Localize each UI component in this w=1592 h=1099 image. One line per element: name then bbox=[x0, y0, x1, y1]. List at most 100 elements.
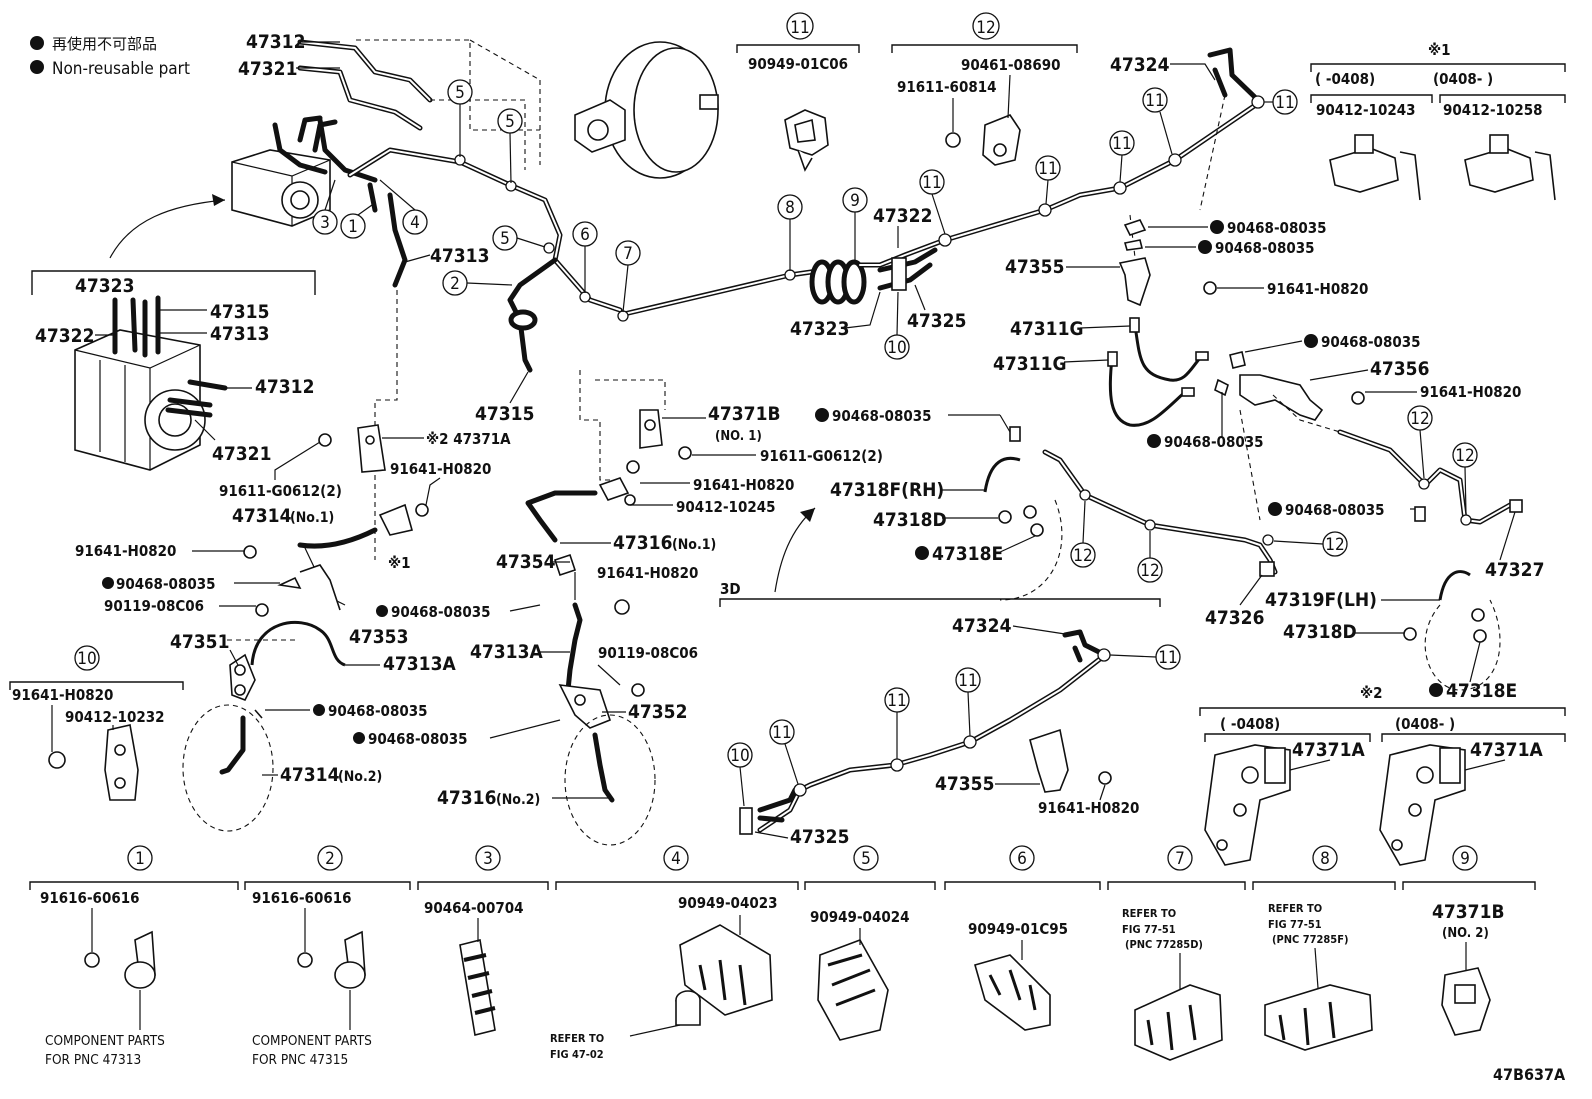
b4-ref1: REFER TO bbox=[550, 1032, 604, 1045]
label-47371B-sub: (NO. 1) bbox=[715, 429, 762, 444]
b5-pn: 90949-04024 bbox=[810, 908, 910, 926]
callout-5: 5 bbox=[505, 112, 515, 132]
b1-pn: 91616-60616 bbox=[40, 889, 140, 907]
inset-label-91641: 91641-H0820 bbox=[1038, 799, 1139, 817]
rear-label-47311G-b: 47311G bbox=[993, 353, 1067, 375]
b4-clip bbox=[675, 915, 773, 1026]
b8-ref1: REFER TO bbox=[1268, 902, 1322, 915]
rear-label-47324: 47324 bbox=[1110, 54, 1170, 76]
callout-11: 11 bbox=[887, 691, 906, 711]
rear-label-47318F: 47318F(RH) bbox=[830, 479, 944, 501]
legend-jp: 再使用不可部品 bbox=[52, 35, 157, 53]
label-47353: 47353 bbox=[349, 626, 408, 648]
label-47371A: ※2 47371A bbox=[426, 430, 511, 448]
callouts-rear: 11 11 11 11 11 10 bbox=[884, 87, 1298, 360]
rear-label-47318E-b: 47318E bbox=[1446, 680, 1517, 702]
rear-label-90468-g: 90468-08035 bbox=[1285, 501, 1385, 519]
label-90468-a: 90468-08035 bbox=[116, 575, 216, 593]
callout-6: 6 bbox=[1017, 849, 1027, 869]
x1-mark-small: ※1 bbox=[388, 554, 411, 572]
g12-pn-a: 90461-08690 bbox=[961, 56, 1061, 74]
pipe-coil bbox=[809, 259, 867, 305]
callout-11: 11 bbox=[1275, 93, 1294, 113]
label-47313A: 47313A bbox=[383, 653, 456, 675]
label-91611-g0612-b: 91611-G0612(2) bbox=[760, 447, 883, 465]
legend: 再使用不可部品 Non-reusable part bbox=[30, 35, 190, 79]
b2-parts bbox=[297, 908, 366, 1030]
callout-4: 4 bbox=[410, 213, 420, 233]
b9-clip bbox=[1441, 942, 1491, 1036]
rear-label-47327: 47327 bbox=[1485, 559, 1544, 581]
b9-sub: (NO. 2) bbox=[1442, 926, 1489, 941]
rear-label-90468-a: 90468-08035 bbox=[1227, 219, 1327, 237]
rear-label-91641-a: 91641-H0820 bbox=[1267, 280, 1368, 298]
label-90468-b: 90468-08035 bbox=[328, 702, 428, 720]
callout-9: 9 bbox=[1460, 849, 1470, 869]
left-front-parts bbox=[182, 503, 429, 832]
g10-pn-b: 90412-10232 bbox=[65, 708, 165, 726]
b2-cap1: COMPONENT PARTS bbox=[252, 1033, 372, 1049]
callout-12-top: 12 bbox=[976, 18, 995, 38]
callout-12: 12 bbox=[1073, 546, 1092, 566]
label-47313-mid: 47313 bbox=[430, 245, 489, 267]
label-47321-abs: 47321 bbox=[212, 443, 271, 465]
bracket-47371A bbox=[318, 424, 386, 473]
callout-6: 6 bbox=[580, 225, 590, 245]
rear-label-47318E-a: 47318E bbox=[932, 543, 1003, 565]
abs-actuator-large bbox=[74, 295, 228, 471]
callout-5: 5 bbox=[500, 229, 510, 249]
label-47312-top: 47312 bbox=[246, 31, 305, 53]
b6-pn: 90949-01C95 bbox=[968, 920, 1068, 938]
label-47316-no2-sub: (No.2) bbox=[496, 792, 540, 808]
callout-4: 4 bbox=[671, 849, 681, 869]
label-47351: 47351 bbox=[170, 631, 229, 653]
arrow-head bbox=[212, 194, 225, 206]
x1-pn-b: 90412-10258 bbox=[1443, 101, 1543, 119]
x1-mark-top: ※1 bbox=[1428, 41, 1451, 59]
label-90468-c: 90468-08035 bbox=[391, 603, 491, 621]
rear-label-47323: 47323 bbox=[790, 318, 849, 340]
callout-11: 11 bbox=[1038, 159, 1057, 179]
front-main-pipes bbox=[347, 147, 863, 373]
rear-label-47318D-b: 47318D bbox=[1283, 621, 1357, 643]
g12-bolt-bracket bbox=[945, 74, 1021, 166]
label-47314-no1: 47314 bbox=[232, 505, 292, 527]
rear-label-47325: 47325 bbox=[907, 310, 966, 332]
callout-11: 11 bbox=[772, 723, 791, 743]
rear-label-47356: 47356 bbox=[1370, 358, 1429, 380]
abs-top-tubes bbox=[272, 39, 433, 183]
x1-unions bbox=[1329, 134, 1556, 201]
rear-label-47311G-a: 47311G bbox=[1010, 318, 1084, 340]
bottom-callouts: 1 2 3 4 5 6 7 8 9 bbox=[127, 845, 1478, 871]
callout-5: 5 bbox=[455, 83, 465, 103]
callouts-rear-lower: 12 12 12 12 12 bbox=[1070, 405, 1478, 583]
g12-pn-b: 91611-60814 bbox=[897, 78, 997, 96]
label-90119-b: 90119-08C06 bbox=[598, 644, 698, 662]
figure-code: 47B637A bbox=[1493, 1065, 1566, 1084]
callout-7: 7 bbox=[623, 244, 633, 264]
b4-pn: 90949-04023 bbox=[678, 894, 778, 912]
b1-cap1: COMPONENT PARTS bbox=[45, 1033, 165, 1049]
callout-10: 10 bbox=[887, 338, 906, 358]
arrow-curve bbox=[109, 199, 226, 259]
inset-label-47355: 47355 bbox=[935, 773, 994, 795]
bracket-47371A-variants bbox=[1204, 744, 1506, 866]
rear-label-47355: 47355 bbox=[1005, 256, 1064, 278]
g10-bolt-bracket bbox=[48, 705, 139, 801]
label-47354: 47354 bbox=[496, 551, 556, 573]
b8-ref2: FIG 77-51 bbox=[1268, 918, 1322, 931]
callout-12: 12 bbox=[1140, 561, 1159, 581]
rear-label-90468-c: 90468-08035 bbox=[1321, 333, 1421, 351]
callout-12: 12 bbox=[1410, 409, 1429, 429]
b9-pn: 47371B bbox=[1432, 901, 1505, 923]
callout-1: 1 bbox=[348, 217, 358, 237]
b7-ref3: (PNC 77285D) bbox=[1125, 938, 1203, 951]
label-47313A-r: 47313A bbox=[470, 641, 543, 663]
inset-3d-title: 3D bbox=[720, 580, 741, 598]
hoses-47311G bbox=[1107, 317, 1209, 427]
label-47315-abs: 47315 bbox=[210, 301, 269, 323]
b3-pn: 90464-00704 bbox=[424, 899, 524, 917]
label-47312-abs: 47312 bbox=[255, 376, 314, 398]
label-91641-d: 91641-H0820 bbox=[597, 564, 698, 582]
right-front-parts bbox=[525, 409, 692, 846]
